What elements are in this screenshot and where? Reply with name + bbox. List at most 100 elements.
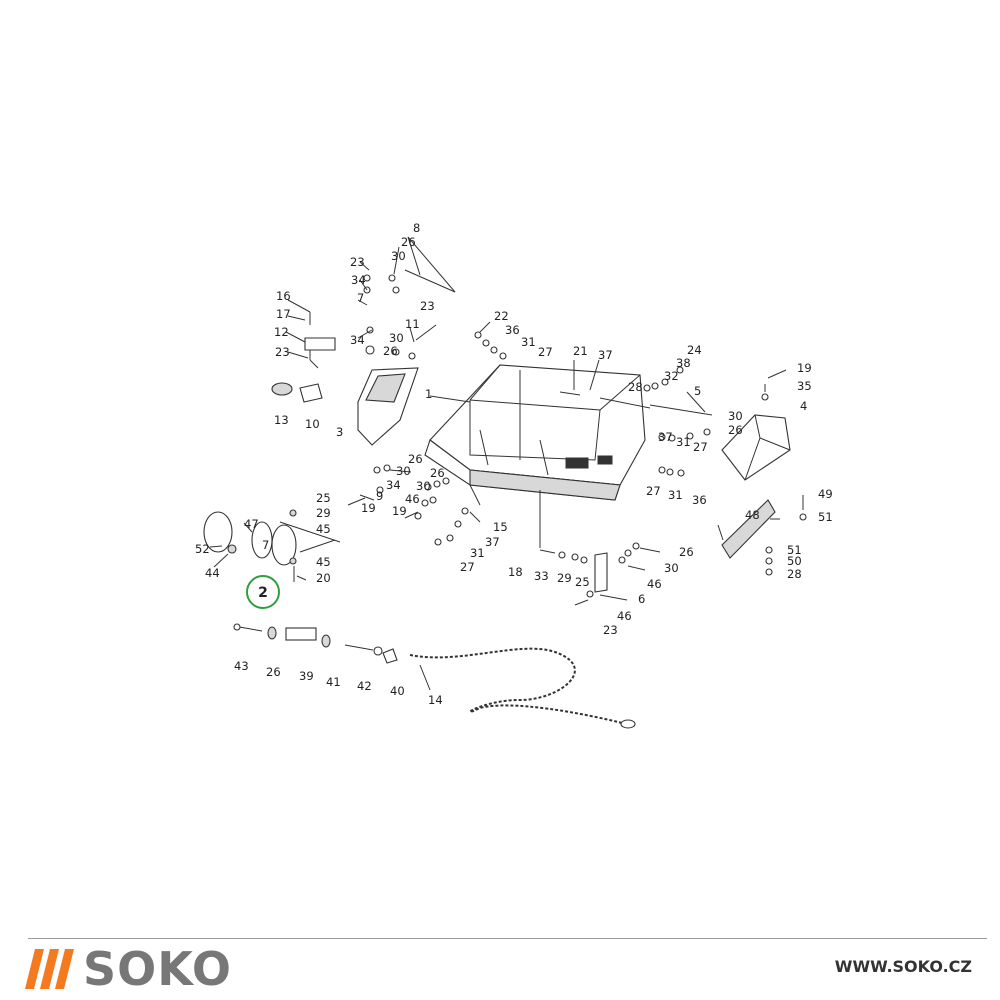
chain-end-loop xyxy=(620,719,636,729)
part-label-30: 30 xyxy=(728,409,743,423)
main-frame-drawing xyxy=(424,364,646,548)
part-label-38: 38 xyxy=(676,356,691,370)
part-label-35: 35 xyxy=(797,379,812,393)
highlight-circle xyxy=(246,575,280,609)
part-label-15: 15 xyxy=(493,520,508,534)
part-label-26: 26 xyxy=(401,235,416,249)
pin-8-drawing xyxy=(404,269,456,293)
part-label-39: 39 xyxy=(299,669,314,683)
part-label-8: 8 xyxy=(413,221,420,235)
part-label-30: 30 xyxy=(389,331,404,345)
part-label-30: 30 xyxy=(416,479,431,493)
part-label-26: 26 xyxy=(408,452,423,466)
part-label-22: 22 xyxy=(494,309,509,323)
fasteners-drawing xyxy=(309,274,807,606)
part-label-14: 14 xyxy=(428,693,443,707)
part-label-25: 25 xyxy=(575,575,590,589)
chute-4-drawing xyxy=(721,414,791,481)
part-label-51: 51 xyxy=(787,543,802,557)
bracket-3-drawing xyxy=(357,367,419,446)
part-label-40: 40 xyxy=(390,684,405,698)
part-label-23: 23 xyxy=(420,299,435,313)
plate-assembly-drawing xyxy=(203,509,297,582)
part-label-16: 16 xyxy=(276,289,291,303)
part-label-4: 4 xyxy=(800,399,807,413)
part-label-31: 31 xyxy=(521,335,536,349)
part-label-48: 48 xyxy=(745,508,760,522)
part-label-25: 25 xyxy=(316,491,331,505)
part-label-1: 1 xyxy=(425,387,432,401)
part-label-11: 11 xyxy=(405,317,420,331)
part-label-28: 28 xyxy=(628,380,643,394)
part-label-30: 30 xyxy=(396,464,411,478)
part-label-17: 17 xyxy=(276,307,291,321)
chain-14-drawing xyxy=(409,647,631,726)
part-label-46: 46 xyxy=(647,577,662,591)
leader-lines xyxy=(209,236,787,691)
part-label-31: 31 xyxy=(470,546,485,560)
part-label-30: 30 xyxy=(391,249,406,263)
part-label-30: 30 xyxy=(664,561,679,575)
part-label-27: 27 xyxy=(538,345,553,359)
part-label-37: 37 xyxy=(485,535,500,549)
part-label-34: 34 xyxy=(351,273,366,287)
part-label-49: 49 xyxy=(818,487,833,501)
part-label-23: 23 xyxy=(275,345,290,359)
part-label-41: 41 xyxy=(326,675,341,689)
part-label-19: 19 xyxy=(392,504,407,518)
part-label-47: 47 xyxy=(244,517,259,531)
part-label-7: 7 xyxy=(262,538,269,552)
part-label-27: 27 xyxy=(460,560,475,574)
part-label-34: 34 xyxy=(386,478,401,492)
part-label-6: 6 xyxy=(638,592,645,606)
part-label-24: 24 xyxy=(687,343,702,357)
part-label-31: 31 xyxy=(668,488,683,502)
part-label-52: 52 xyxy=(195,542,210,556)
part-label-44: 44 xyxy=(205,566,220,580)
part-label-21: 21 xyxy=(573,344,588,358)
bottom-parts-drawing xyxy=(233,623,398,664)
part-label-43: 43 xyxy=(234,659,249,673)
footer-divider xyxy=(28,938,987,939)
part-label-37: 37 xyxy=(658,430,673,444)
part-label-19: 19 xyxy=(361,501,376,515)
part-label-29: 29 xyxy=(557,571,572,585)
part-label-26: 26 xyxy=(679,545,694,559)
part-label-28: 28 xyxy=(787,567,802,581)
website-link[interactable]: WWW.SOKO.CZ xyxy=(834,957,972,976)
part-label-13: 13 xyxy=(274,413,289,427)
part-label-33: 33 xyxy=(534,569,549,583)
part-label-20: 20 xyxy=(316,571,331,585)
part-label-37: 37 xyxy=(598,348,613,362)
part-label-45: 45 xyxy=(316,555,331,569)
part-label-23: 23 xyxy=(350,255,365,269)
part-label-31: 31 xyxy=(676,435,691,449)
clamp-parts-drawing xyxy=(271,337,336,403)
part-label-26: 26 xyxy=(430,466,445,480)
part-label-9: 9 xyxy=(376,489,383,503)
part-label-18: 18 xyxy=(508,565,523,579)
part-label-3: 3 xyxy=(336,425,343,439)
part-label-36: 36 xyxy=(505,323,520,337)
soko-logo: SOKO xyxy=(25,942,232,996)
part-label-26: 26 xyxy=(728,423,743,437)
part-label-27: 27 xyxy=(646,484,661,498)
part-label-34: 34 xyxy=(350,333,365,347)
part-label-46: 46 xyxy=(405,492,420,506)
part-label-26: 26 xyxy=(266,665,281,679)
part-label-19: 19 xyxy=(797,361,812,375)
part-label-46: 46 xyxy=(617,609,632,623)
highlighted-part-label: 2 xyxy=(258,585,268,601)
rod-5-drawing xyxy=(649,404,713,416)
part-label-7: 7 xyxy=(357,291,364,305)
part-label-27: 27 xyxy=(693,440,708,454)
part-label-51: 51 xyxy=(818,510,833,524)
part-label-32: 32 xyxy=(664,369,679,383)
brand-name: SOKO xyxy=(83,942,232,996)
part-label-26: 26 xyxy=(383,344,398,358)
part-label-50: 50 xyxy=(787,554,802,568)
part-label-36: 36 xyxy=(692,493,707,507)
part-label-5: 5 xyxy=(694,384,701,398)
